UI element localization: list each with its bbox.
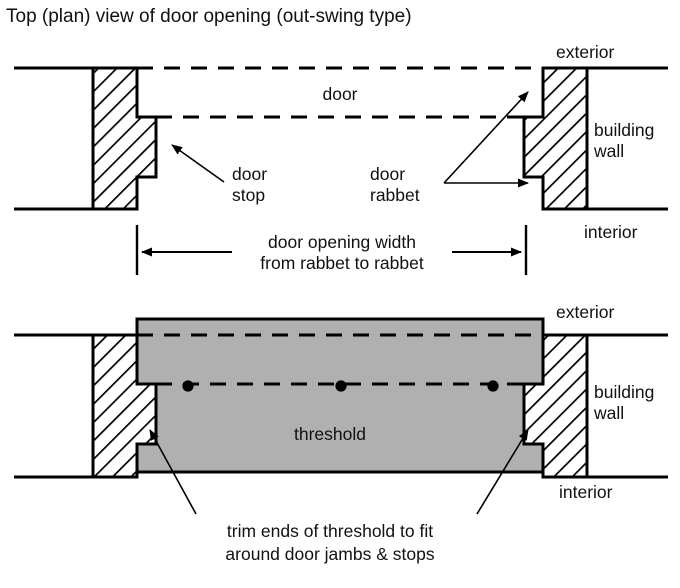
exterior-label-bottom: exterior: [556, 302, 615, 322]
trim-note-line1: trim ends of threshold to fit: [227, 521, 433, 541]
door-stop-label-line1: door: [232, 164, 267, 184]
trim-note-leader-left: [149, 429, 197, 515]
trim-note-line2: around door jambs & stops: [225, 544, 434, 564]
top-diagram: door exterior interior building wall doo…: [14, 42, 668, 275]
door-label: door: [322, 84, 357, 104]
threshold-label: threshold: [294, 424, 366, 444]
interior-label-top: interior: [584, 222, 638, 242]
fastener-dot: [182, 380, 194, 392]
door-rabbet-leader-upper: [443, 91, 529, 184]
interior-label-bottom: interior: [559, 482, 613, 502]
building-wall-label-top-line1: building: [594, 120, 654, 140]
fastener-dot: [335, 380, 347, 392]
bottom-diagram: threshold exterior interior building wal…: [14, 302, 668, 564]
threshold-shape: [135, 317, 545, 474]
building-wall-label-top-line2: wall: [593, 141, 624, 161]
right-jamb-hatched: [522, 66, 589, 211]
exterior-label-top: exterior: [556, 42, 615, 62]
page-title: Top (plan) view of door opening (out-swi…: [6, 6, 412, 27]
door-rabbet-label-line1: door: [370, 164, 405, 184]
building-wall-label-bottom-line1: building: [594, 382, 654, 402]
dimension-label-line2: from rabbet to rabbet: [260, 253, 424, 273]
door-stop-leader: [171, 144, 225, 183]
door-stop-label-line2: stop: [232, 185, 265, 205]
fastener-dot: [487, 380, 499, 392]
building-wall-label-bottom-line2: wall: [593, 403, 624, 423]
dimension-label-line1: door opening width: [268, 232, 416, 252]
left-jamb-hatched: [91, 66, 158, 211]
trim-note-leader-right: [476, 429, 529, 515]
door-rabbet-label-line2: rabbet: [370, 185, 420, 205]
